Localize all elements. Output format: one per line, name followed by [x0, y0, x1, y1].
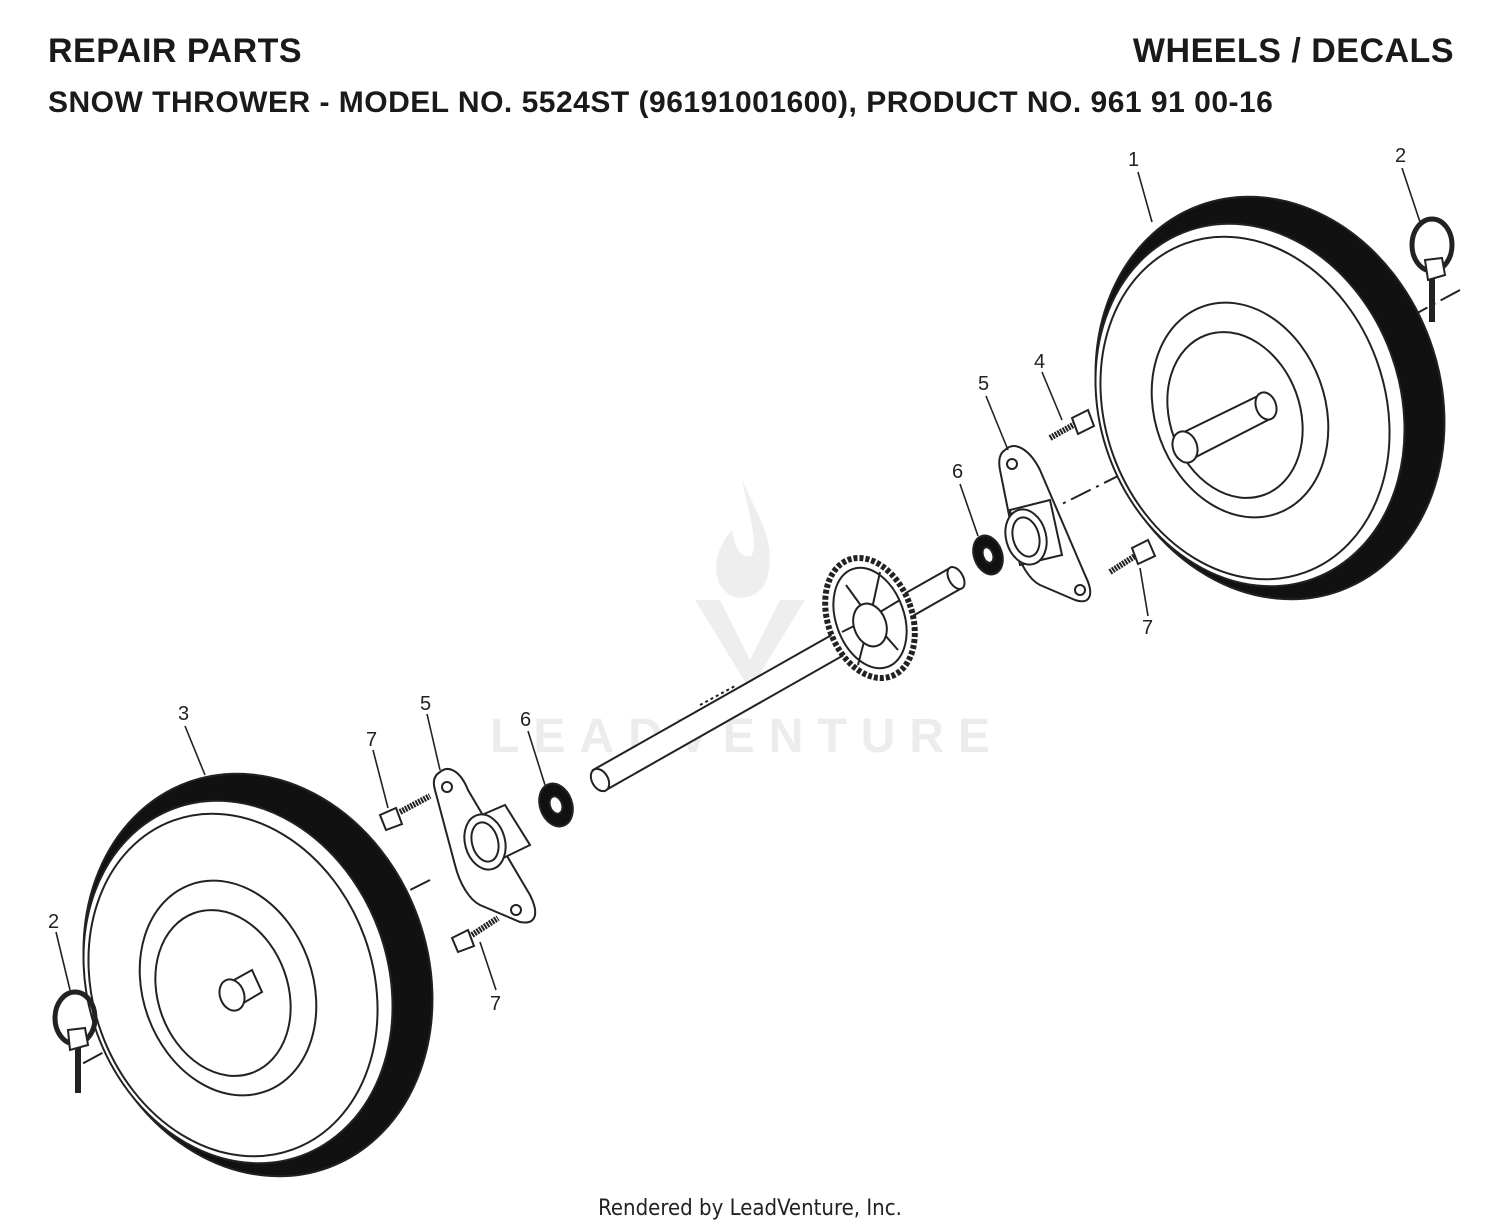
left-bearing-flange — [432, 768, 537, 924]
callout-1: 1 — [1128, 149, 1139, 171]
bolt-right-7 — [1108, 538, 1157, 575]
watermark-text: LEADVENTURE — [490, 710, 1004, 763]
right-bearing-flange — [998, 445, 1092, 603]
bolt-left-upper-7 — [378, 793, 432, 832]
section-title: WHEELS / DECALS — [1132, 32, 1454, 70]
watermark-v-icon — [695, 600, 805, 690]
left-washer — [538, 782, 574, 828]
callout-7-left-lower: 7 — [490, 993, 501, 1015]
callout-6-right: 6 — [952, 461, 963, 483]
watermark-flame-icon — [716, 480, 770, 598]
page-title: REPAIR PARTS — [48, 32, 303, 70]
drive-gear — [822, 554, 918, 682]
callout-7-left-upper: 7 — [366, 729, 377, 751]
callout-5-right: 5 — [978, 373, 989, 395]
callout-labels: 1 2 4 5 6 7 3 5 6 7 2 7 — [48, 145, 1406, 1015]
callout-5-left: 5 — [420, 693, 431, 715]
footer-credit: Rendered by LeadVenture, Inc. — [598, 1196, 902, 1221]
callout-6-left: 6 — [520, 709, 531, 731]
left-hairpin-clip — [52, 989, 98, 1093]
callout-2-right: 2 — [1395, 145, 1406, 167]
subtitle-suffix: (96191001600), PRODUCT NO. 961 91 00-16 — [638, 86, 1274, 119]
right-washer — [972, 534, 1004, 576]
leader-lines — [55, 167, 1421, 991]
model-subtitle: SNOW THROWER - MODEL NO. 5524ST (9619100… — [48, 86, 1273, 120]
callout-4: 4 — [1034, 351, 1045, 373]
callout-7-right: 7 — [1142, 617, 1153, 639]
watermark: LEADVENTURE — [490, 480, 1004, 763]
callout-3: 3 — [178, 703, 189, 725]
right-wheel — [1094, 195, 1446, 601]
left-wheel — [82, 772, 434, 1178]
model-number: 5524ST — [521, 86, 630, 119]
right-hairpin-clip — [1409, 216, 1455, 322]
subtitle-prefix: SNOW THROWER - MODEL NO. — [48, 86, 513, 119]
bolt-part-4 — [1048, 408, 1096, 441]
callout-2-left: 2 — [48, 911, 59, 933]
bolt-left-lower-7 — [450, 915, 500, 954]
